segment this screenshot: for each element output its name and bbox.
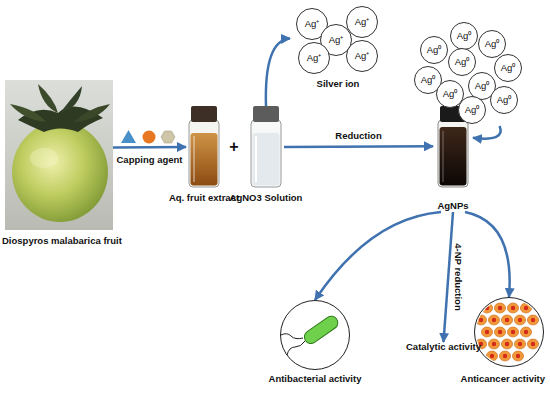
activity-circle: Antibacterial activity	[280, 300, 350, 370]
atom-label: Ag⁰	[501, 63, 516, 74]
fruit-node: Diospyros malabarica fruit	[5, 80, 113, 230]
flow-arrow	[266, 38, 290, 106]
silver-atom-circle: Ag⁰	[458, 96, 486, 124]
extract-vial	[189, 106, 219, 187]
activity-circle: Anticancer activity	[474, 297, 544, 367]
vial-label: AgNO3 Solution	[230, 193, 303, 204]
activity-node: Catalytic activity	[406, 342, 481, 353]
flow-arrow	[113, 146, 186, 149]
ion-label: Ag⁺	[307, 53, 322, 64]
atom-label: Ag⁰	[443, 89, 458, 100]
atom-label: Ag⁰	[465, 105, 480, 116]
silver-atom-circle: Ag⁰	[478, 30, 506, 58]
atom-label: Ag⁰	[455, 57, 470, 68]
flow-arrow	[443, 212, 453, 342]
atom-label: Ag⁰	[475, 81, 490, 92]
atom-label: Ag⁰	[485, 39, 500, 50]
flow-arrow	[284, 145, 433, 148]
ion-label: Ag⁺	[305, 19, 320, 30]
fruit-label: Diospyros malabarica fruit	[2, 236, 122, 247]
fruit-photo	[5, 80, 113, 230]
cluster-label: Silver ion	[290, 79, 386, 90]
ion-cluster: Silver ion Ag⁺ Ag⁺ Ag⁺ Ag⁺ Ag⁺	[290, 4, 386, 90]
plus-sign: +	[229, 138, 238, 156]
flow-arrow	[315, 212, 441, 300]
silver-ion-circle: Ag⁺	[298, 42, 330, 74]
silver-ion-circle: Ag⁺	[346, 40, 378, 72]
activity-label: Antibacterial activity	[269, 374, 362, 385]
bacterium	[281, 314, 340, 355]
atom-label: Ag⁰	[457, 31, 472, 42]
capping-symbols	[121, 130, 175, 144]
ion-label: Ag⁺	[355, 51, 370, 62]
silver-atom-circle: Ag⁰	[420, 36, 448, 64]
atom-label: Ag⁰	[497, 95, 512, 106]
silver-nitrate-vial	[251, 106, 281, 187]
vial-node: AgNO3 Solution	[248, 106, 284, 188]
ion-label: Ag⁺	[355, 17, 370, 28]
vial-node: Aq. fruit extract	[186, 106, 222, 188]
silver-atom-circle: Ag⁰	[494, 54, 522, 82]
flow-arrow	[473, 126, 501, 139]
ion-label: Ag⁺	[329, 35, 344, 46]
cancer-cells	[475, 303, 538, 361]
flow-arrow	[465, 212, 510, 297]
arrow-label: 4-NP reduction	[453, 243, 464, 310]
activity-label: Catalytic activity	[406, 342, 481, 353]
silver-atom-circle: Ag⁰	[450, 22, 478, 50]
silver-atom-circle: Ag⁰	[448, 48, 476, 76]
atom-label: Ag⁰	[427, 45, 442, 56]
vial-label: AgNPs	[433, 201, 473, 212]
arrow-label: Reduction	[335, 130, 381, 141]
silver-atom-circle: Ag⁰	[490, 86, 518, 114]
vial-label: Aq. fruit extract	[169, 193, 239, 204]
arrow-label: Capping agent	[117, 155, 183, 166]
activity-label: Anticancer activity	[461, 374, 545, 385]
atom-cluster: Ag⁰ Ag⁰ Ag⁰ Ag⁰ Ag⁰ Ag⁰ Ag⁰ Ag⁰ Ag⁰ Ag⁰	[410, 22, 522, 126]
atom-label: Ag⁰	[421, 75, 436, 86]
